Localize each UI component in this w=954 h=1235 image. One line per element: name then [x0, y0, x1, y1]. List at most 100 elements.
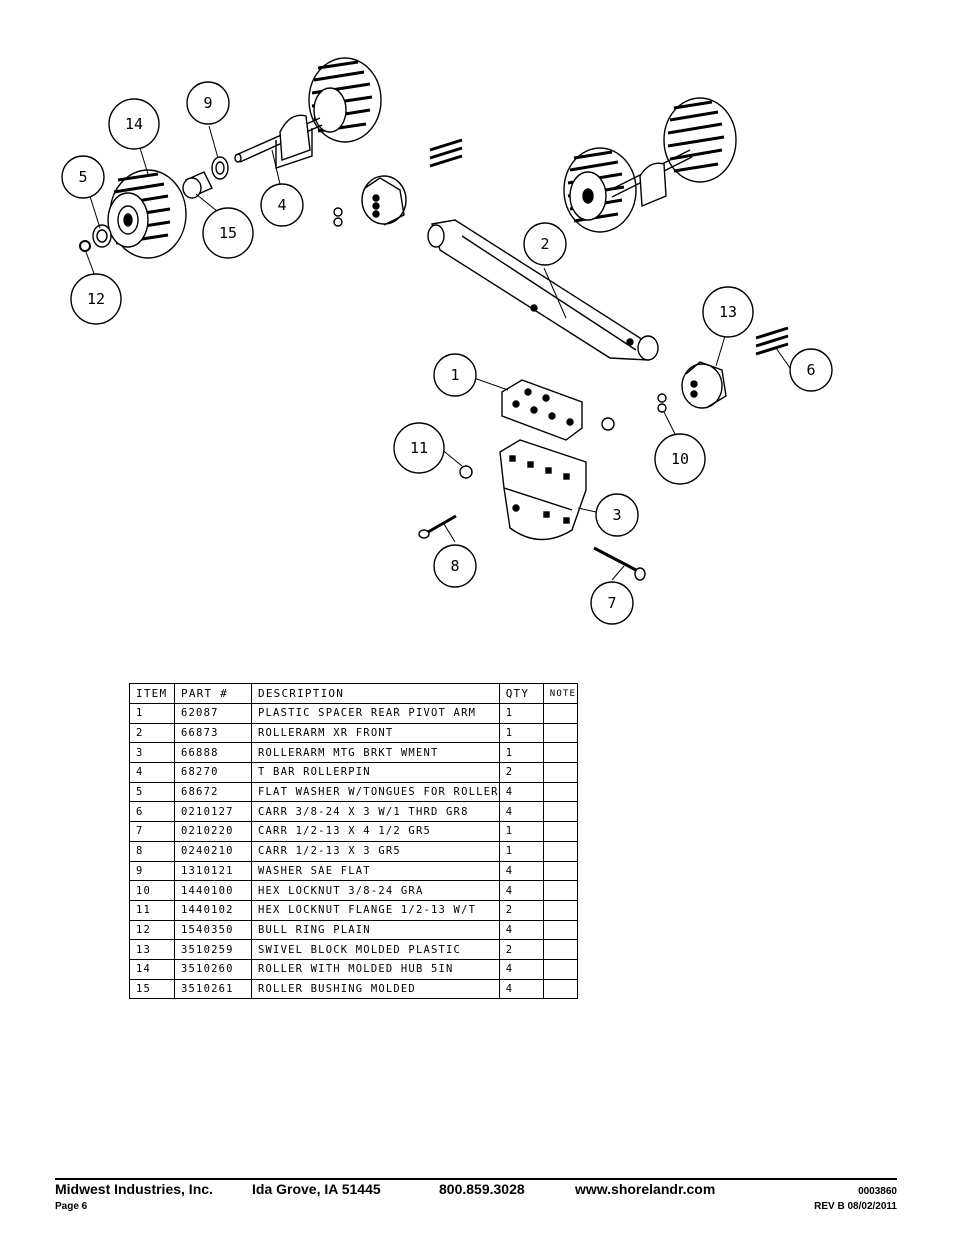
cell-note — [542, 899, 578, 921]
cell-description: WASHER SAE FLAT — [251, 860, 500, 882]
callout-label: 1 — [450, 366, 459, 384]
washer-9 — [211, 156, 229, 180]
cell-item: 4 — [129, 762, 175, 783]
cell-note — [542, 762, 578, 783]
footer-rule — [55, 1178, 897, 1180]
t-bar-rollerpin-left — [234, 114, 323, 169]
locknuts-right — [657, 393, 667, 413]
table-header-row: ITEM PART # DESCRIPTION QTY NOTE — [129, 683, 578, 704]
cell-part: 0210127 — [174, 801, 252, 823]
callout-label: 8 — [450, 557, 459, 575]
cell-description: BULL RING PLAIN — [251, 919, 500, 941]
cell-qty: 1 — [498, 722, 544, 744]
cell-description: ROLLER BUSHING MOLDED — [251, 978, 500, 1000]
cell-description: ROLLERARM XR FRONT — [251, 722, 500, 744]
cell-qty: 2 — [498, 762, 544, 783]
cell-description: PLASTIC SPACER REAR PIVOT ARM — [251, 703, 500, 724]
right-roller-rear — [663, 97, 737, 183]
cell-note — [542, 801, 578, 823]
cell-qty: 1 — [498, 821, 544, 842]
flat-washer-5 — [92, 224, 112, 248]
cell-part: 3510261 — [174, 978, 252, 1000]
cell-part: 1440100 — [174, 880, 252, 901]
carriage-bolts-right — [755, 326, 789, 356]
roller-arm-tube — [427, 219, 659, 361]
cell-item: 1 — [129, 703, 175, 724]
cell-description: ROLLER WITH MOLDED HUB 5IN — [251, 958, 500, 980]
cell-description: FLAT WASHER W/TONGUES FOR ROLLER — [251, 781, 500, 803]
cell-qty: 1 — [498, 840, 544, 862]
callout-label: 14 — [125, 115, 143, 133]
callout-label: 10 — [671, 450, 689, 468]
t-bar-rollerpin-right — [609, 149, 693, 208]
cell-qty: 4 — [498, 880, 544, 901]
cell-item: 5 — [129, 781, 175, 803]
cell-note — [542, 880, 578, 901]
cell-note — [542, 781, 578, 803]
cell-note — [542, 821, 578, 842]
cell-qty: 1 — [498, 703, 544, 724]
bull-ring-12 — [79, 240, 91, 252]
cell-description: SWIVEL BLOCK MOLDED PLASTIC — [251, 939, 500, 960]
callout-label: 6 — [806, 361, 815, 379]
cell-item: 6 — [129, 801, 175, 823]
callout-label: 12 — [87, 290, 105, 308]
header-description: DESCRIPTION — [251, 683, 500, 704]
cell-note — [542, 978, 578, 1000]
cell-qty: 4 — [498, 958, 544, 980]
cell-part: 3510260 — [174, 958, 252, 980]
cell-note — [542, 840, 578, 862]
footer-phone: 800.859.3028 — [439, 1181, 525, 1197]
cell-part: 68270 — [174, 762, 252, 783]
plastic-spacer-plate — [501, 379, 583, 441]
swivel-block-top — [361, 175, 407, 226]
cell-qty: 4 — [498, 860, 544, 882]
cell-qty: 1 — [498, 742, 544, 764]
cell-note — [542, 742, 578, 764]
cell-item: 3 — [129, 742, 175, 764]
cell-part: 3510259 — [174, 939, 252, 960]
cell-part: 66873 — [174, 722, 252, 744]
cell-note — [542, 958, 578, 980]
cell-qty: 4 — [498, 781, 544, 803]
cell-item: 11 — [129, 899, 175, 921]
cell-qty: 2 — [498, 939, 544, 960]
mounting-bracket — [499, 439, 587, 541]
cell-part: 68672 — [174, 781, 252, 803]
cell-description: ROLLERARM MTG BRKT WMENT — [251, 742, 500, 764]
cell-part: 0240210 — [174, 840, 252, 862]
cell-qty: 2 — [498, 899, 544, 921]
header-qty: QTY — [498, 683, 544, 704]
cell-note — [542, 860, 578, 882]
right-roller-front — [563, 147, 637, 233]
footer-company: Midwest Industries, Inc. — [55, 1181, 213, 1197]
cell-description: T BAR ROLLERPIN — [251, 762, 500, 783]
footer-location: Ida Grove, IA 51445 — [252, 1181, 381, 1197]
cell-item: 13 — [129, 939, 175, 960]
callout-label: 7 — [607, 594, 616, 612]
carriage-bolt-7 — [593, 546, 646, 581]
callout-label: 9 — [203, 94, 212, 112]
carriage-bolt-8 — [418, 514, 457, 539]
callout-label: 13 — [719, 303, 737, 321]
swivel-block-right — [681, 361, 727, 409]
carriage-bolts-top — [429, 138, 463, 168]
cell-item: 9 — [129, 860, 175, 882]
header-note: NOTE — [542, 683, 578, 704]
header-part: PART # — [174, 683, 252, 704]
cell-item: 10 — [129, 880, 175, 901]
callout-label: 3 — [612, 506, 621, 524]
footer-doc-number: 0003860 — [858, 1186, 897, 1197]
exploded-parts-diagram: 1 2 3 4 5 6 7 8 9 10 11 12 13 14 15 — [61, 57, 833, 625]
cell-qty: 4 — [498, 919, 544, 941]
cell-part: 1310121 — [174, 860, 252, 882]
